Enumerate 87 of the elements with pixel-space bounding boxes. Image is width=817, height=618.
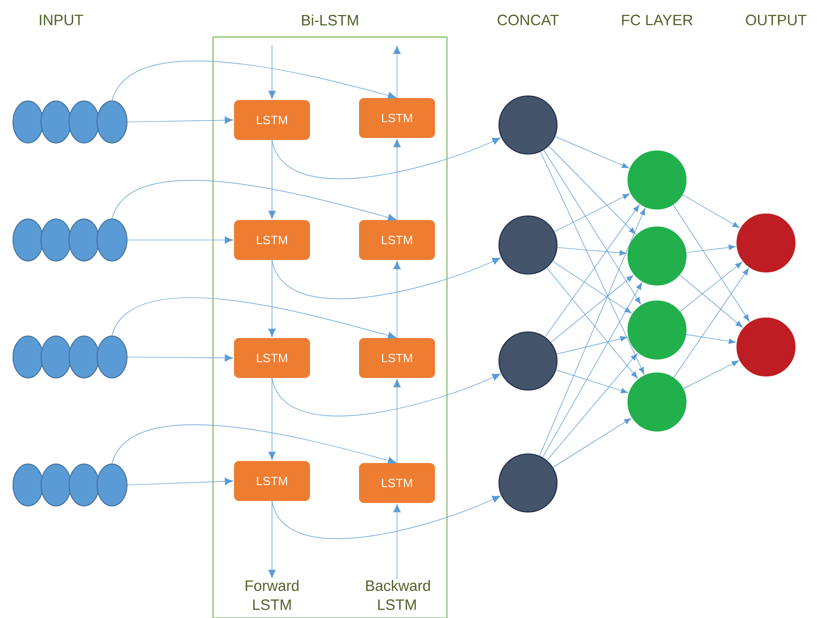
arrow (679, 274, 743, 328)
input-circle (96, 218, 128, 262)
arrow (552, 418, 632, 468)
lstm-box: LSTM (359, 98, 435, 138)
input-circle (40, 336, 72, 378)
concat-circle (498, 96, 558, 154)
arrow (546, 267, 638, 379)
arrow (268, 260, 276, 338)
arrow (683, 360, 739, 389)
arrow (127, 478, 234, 486)
arrow (548, 146, 636, 234)
lstm-box: LSTM (234, 338, 310, 378)
arrow (556, 336, 628, 354)
arrow (268, 44, 276, 100)
input-circle (12, 336, 44, 378)
arrow (127, 354, 234, 362)
arrow (672, 204, 750, 322)
input-circle (12, 218, 44, 262)
arrow (127, 116, 234, 124)
input-circle (96, 464, 128, 506)
input-circle (12, 464, 44, 506)
lstm-box: LSTM (359, 220, 435, 260)
arrow (272, 496, 501, 539)
input-circle (96, 100, 128, 144)
input-circle (68, 218, 100, 262)
input-circle (40, 464, 72, 506)
input-circle (68, 100, 100, 144)
arrow (112, 180, 396, 222)
arrow (272, 138, 501, 180)
neuron-circle (628, 300, 686, 360)
arrow (550, 275, 634, 343)
arrow (686, 334, 736, 344)
lstm-box: LSTM (234, 461, 310, 501)
arrow (272, 374, 501, 416)
arrow (393, 378, 401, 464)
lstm-box: LSTM (359, 338, 435, 378)
input-circle (12, 100, 44, 144)
lstm-box: LSTM (234, 220, 310, 260)
layer-heading: CONCAT (498, 14, 559, 26)
arrow (393, 260, 401, 338)
layer-heading: INPUT (40, 14, 84, 26)
arrow (112, 298, 396, 340)
arrow (686, 244, 736, 253)
arrow (543, 150, 641, 304)
arrow (542, 282, 642, 458)
arrow (268, 500, 276, 578)
arrow (112, 60, 396, 101)
lstm-box: LSTM (234, 100, 310, 140)
arrow (539, 208, 646, 456)
arrow (673, 268, 749, 378)
input-circle (68, 336, 100, 378)
layer-heading: OUTPUT (746, 14, 806, 26)
concat-circle (498, 454, 558, 512)
arrow (540, 151, 644, 374)
input-circle (40, 218, 72, 262)
lstm-box: LSTM (359, 463, 435, 503)
arrow (557, 247, 627, 256)
arrow (546, 353, 638, 461)
neuron-circle (628, 372, 686, 432)
input-circle (40, 100, 72, 144)
arrow (552, 260, 632, 314)
layer-heading: FC LAYER (622, 14, 692, 26)
arrow (554, 136, 630, 168)
arrow (268, 378, 276, 460)
neuron-circle (628, 226, 686, 286)
concat-circle (498, 332, 558, 390)
output-circle (736, 318, 796, 376)
arrow (268, 140, 276, 220)
arrow (393, 138, 401, 220)
arrow (127, 236, 234, 244)
input-circle (96, 336, 128, 378)
arrow (272, 258, 501, 300)
arrow (393, 46, 401, 98)
arrow (682, 194, 740, 228)
arrow (393, 504, 401, 580)
concat-circle (498, 216, 558, 274)
arrow (554, 194, 630, 232)
arrow (680, 262, 742, 312)
neuron-circle (628, 150, 686, 210)
caption-text: Backward LSTM (366, 580, 430, 610)
output-circle (736, 214, 796, 272)
arrow (112, 424, 396, 464)
input-circle (68, 464, 100, 506)
arrow (556, 370, 628, 394)
caption-text: Forward LSTM (246, 580, 299, 610)
node-label: Bi-LSTM (302, 14, 358, 26)
arrow (544, 204, 640, 338)
